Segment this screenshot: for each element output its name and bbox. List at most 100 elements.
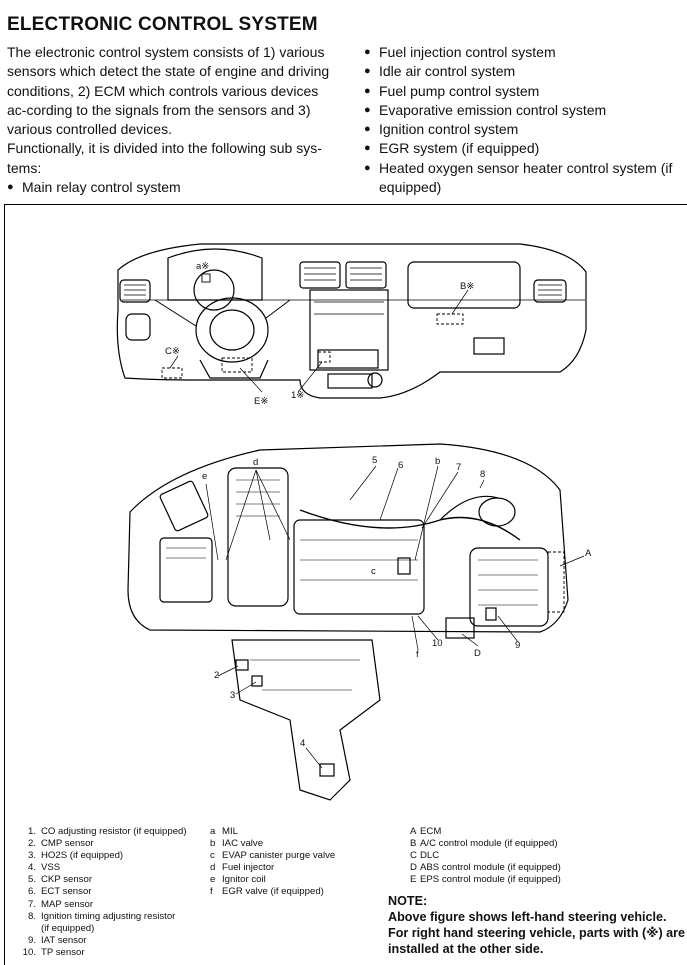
intro-paragraph-2: Functionally, it is divided into the fol… (7, 140, 322, 176)
subsystem-item: Main relay control system (7, 178, 337, 198)
legend-text: MIL (222, 826, 238, 837)
page-title: ELECTRONIC CONTROL SYSTEM (7, 14, 318, 35)
legend-key: f (210, 886, 213, 898)
subsystem-item: Fuel pump control system (364, 82, 687, 102)
legend-row: 2. CMP sensor (18, 838, 187, 850)
legend-key: C (410, 850, 417, 862)
label-e-star: E※ (254, 396, 269, 407)
label-d: d (253, 457, 259, 468)
legend-key: d (210, 862, 216, 874)
legend-text: CO adjusting resistor (if equipped) (41, 826, 187, 837)
note-box: NOTE: Above figure shows left-hand steer… (388, 893, 687, 957)
legend-key: a (210, 826, 216, 837)
legend-key: b (210, 838, 216, 850)
legend-text: EGR valve (if equipped) (222, 886, 324, 898)
legend-text: Ignitor coil (222, 874, 266, 886)
legend-key: 5. (27, 874, 36, 886)
subsystem-item: Heated oxygen sensor heater control syst… (364, 159, 687, 198)
legend-key: e (210, 874, 216, 886)
intro-column: The electronic control system consists o… (7, 43, 337, 198)
legend-key: 8. (27, 910, 36, 922)
legend-row: 10. TP sensor (18, 947, 187, 959)
label-4: 4 (300, 738, 306, 749)
legend-row: a MIL (210, 826, 335, 838)
legend-row: 8.Ignition timing adjusting resistor (18, 911, 187, 923)
legend-text: CMP sensor (41, 838, 94, 850)
label-10: 10 (432, 638, 443, 649)
label-c: c (371, 566, 376, 577)
label-7: 7 (456, 462, 462, 473)
legend-text: CKP sensor (41, 874, 93, 886)
legend-key: 4. (27, 862, 36, 874)
label-1-star: 1※ (291, 390, 305, 401)
legend-key: 3. (27, 850, 36, 862)
dashboard-drawing (116, 243, 587, 399)
legend-row: e Ignitor coil (210, 874, 335, 886)
label-e: e (202, 471, 208, 482)
legend-text: ABS control module (if equipped) (420, 862, 561, 874)
legend-key: A (410, 826, 417, 837)
legend-text: A/C control module (if equipped) (420, 838, 558, 850)
legend-text: Fuel injector (222, 862, 275, 874)
subsystem-list-left: Main relay control system (7, 178, 337, 198)
label-c-star: C※ (165, 346, 180, 357)
legend-row: 4. VSS (18, 862, 187, 874)
legend-row: 5. CKP sensor (18, 874, 187, 886)
label-D: D (474, 648, 481, 659)
note-text: Above figure shows left-hand steering ve… (388, 910, 686, 956)
subsystem-item: Idle air control system (364, 62, 687, 82)
legend-row: d Fuel injector (210, 862, 335, 874)
legend-text: DLC (420, 850, 440, 862)
legend-row: 6. ECT sensor (18, 886, 187, 898)
legend-row: 7. MAP sensor (18, 899, 187, 911)
label-a-star: a※ (196, 261, 210, 272)
label-2: 2 (214, 670, 220, 681)
legend-key: 10. (22, 946, 36, 958)
label-6: 6 (398, 460, 404, 471)
legend-text: ECT sensor (41, 886, 92, 898)
legend-key: 2. (27, 838, 36, 850)
label-b: b (435, 456, 441, 467)
legend-key: 6. (27, 886, 36, 898)
label-5: 5 (372, 455, 378, 466)
legend-key: E (410, 874, 417, 886)
legend-key: 1. (27, 826, 36, 837)
legend-text: IAT sensor (41, 934, 87, 946)
subsystem-item: Ignition control system (364, 120, 687, 140)
legend-numbered: 1. CO adjusting resistor (if equipped) 2.… (18, 826, 187, 959)
legend-row: 3. HO2S (if equipped) (18, 850, 187, 862)
legend-text: MAP sensor (41, 898, 94, 910)
legend-text: EVAP canister purge valve (222, 850, 336, 862)
legend-text: HO2S (if equipped) (41, 850, 124, 862)
label-3: 3 (230, 690, 236, 701)
component-location-figure (4, 204, 687, 965)
engine-bay-drawing (127, 443, 585, 801)
label-A: A (585, 548, 592, 559)
legend-row: f EGR valve (if equipped) (210, 886, 335, 898)
label-9: 9 (515, 640, 521, 651)
subsystem-item: Evaporative emission control system (364, 101, 687, 121)
legend-row: 9.IAT sensor (18, 935, 187, 947)
legend-key: 7. (27, 898, 36, 910)
legend-text: TP sensor (41, 946, 85, 958)
legend-text: VSS (41, 862, 61, 874)
subsystem-item: Fuel injection control system (364, 43, 687, 63)
subsystem-column: Fuel injection control system Idle air c… (364, 43, 687, 197)
label-f: f (416, 649, 419, 660)
subsystem-list-right: Fuel injection control system Idle air c… (364, 43, 687, 197)
label-b-star: B※ (460, 281, 475, 292)
note-title: NOTE: (388, 894, 428, 908)
legend-row: 1. CO adjusting resistor (if equipped) (18, 826, 187, 838)
subsystem-item: EGR system (if equipped) (364, 139, 687, 159)
legend-row: (if equipped) (18, 923, 187, 935)
legend-text: ECM (420, 826, 442, 837)
legend-text: (if equipped) (41, 922, 95, 934)
